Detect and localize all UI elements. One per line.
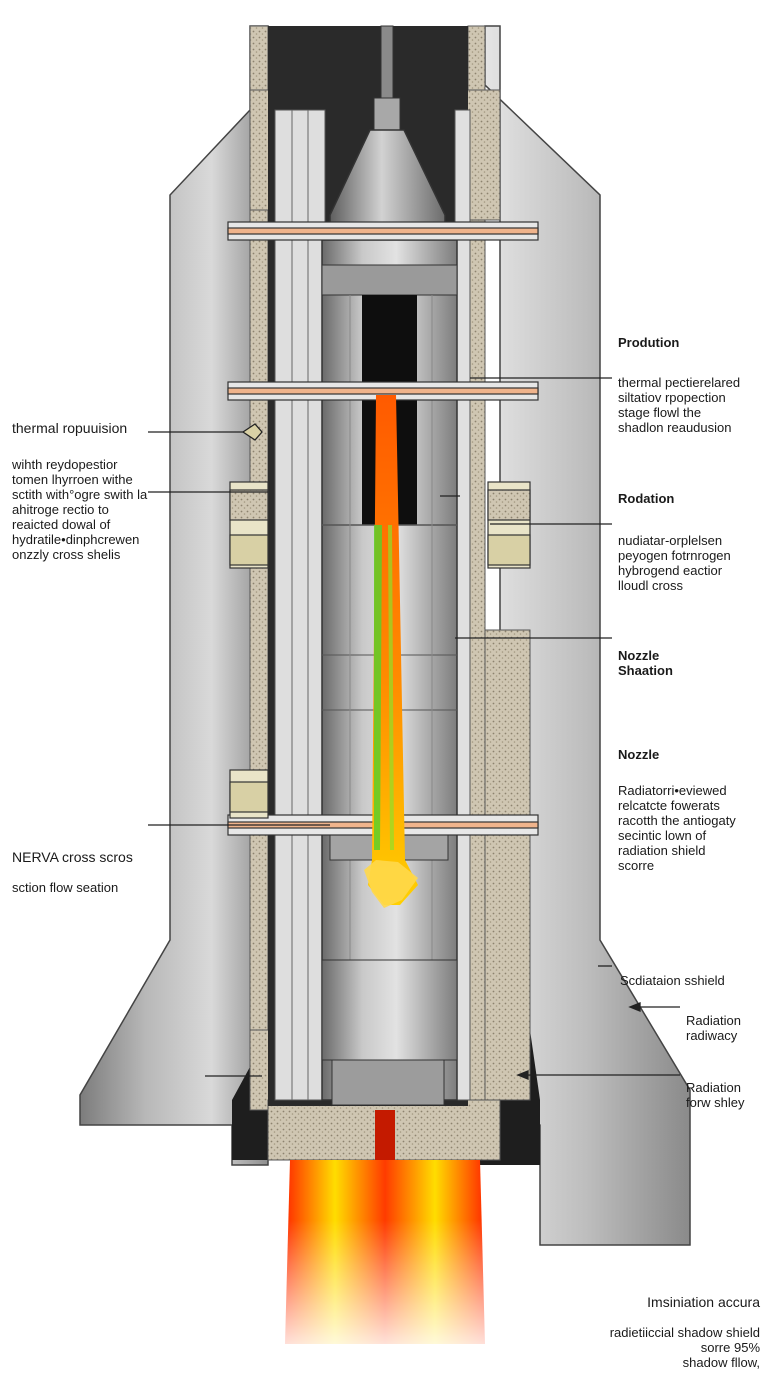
nerva-cross-section-diagram: [79, 25, 691, 1344]
label-radiation-1-body: Radiation radiwacy: [686, 1013, 741, 1043]
stem-collar: [373, 97, 401, 131]
exhaust-core: [375, 1110, 395, 1170]
side-blocks: [229, 481, 531, 819]
top-stem: [380, 25, 394, 102]
core-cap: [321, 264, 458, 296]
label-nerva: NERVA cross scros sction flow seation: [12, 835, 182, 910]
nozzle-throat: [331, 1059, 445, 1106]
label-nozzle-shadow: Nozzle Shaation: [618, 633, 766, 693]
label-thermal: thermal ropuuision wihth reydopestior to…: [12, 406, 182, 577]
label-footer: Imsiniation accura radietiiccial shadow …: [560, 1280, 760, 1385]
label-nozzle-body: Radiatorri•eviewed relcatcte fowerats ra…: [618, 783, 736, 873]
label-nozzle-heading: Nozzle: [618, 747, 660, 762]
label-production-heading: Prodution: [618, 335, 680, 350]
label-nozzle: Nozzle Radiatorri•eviewed relcatcte fowe…: [618, 732, 766, 888]
label-nerva-heading: NERVA cross scros: [12, 849, 133, 865]
label-thermal-body: wihth reydopestior tomen lhyrroen withe …: [12, 457, 148, 562]
label-radiation-2: Radiation forw shley: [686, 1065, 766, 1125]
label-rodation-heading: Rodation: [618, 491, 675, 506]
label-production: Prodution thermal pectierelared siltatio…: [618, 320, 766, 450]
shield-band-right-mid: [484, 629, 531, 1101]
channel-liner-left: [274, 109, 326, 1101]
casing-left: [79, 25, 269, 1166]
label-nozzle-shadow-heading: Nozzle Shaation: [618, 648, 673, 678]
label-footer-body: radietiiccial shadow shield sorre 95% sh…: [609, 1325, 760, 1370]
label-rodation: Rodation nudiatar-orplelsen peyogen fotr…: [618, 476, 766, 608]
label-footer-heading: Imsiniation accura: [647, 1294, 760, 1310]
label-thermal-heading: thermal ropuuision: [12, 420, 128, 436]
core-plume-green: [374, 525, 382, 850]
core-plume: [368, 395, 418, 905]
label-radiation-1: Radiation radiwacy: [686, 998, 766, 1058]
leader-lines: [148, 377, 680, 1080]
plume-tip: [364, 860, 418, 908]
label-radiation-2-body: Radiation forw shley: [686, 1080, 745, 1110]
label-shield: Scdiataion sshield: [620, 958, 766, 1003]
left-skirt: [80, 1125, 232, 1245]
label-rodation-body: nudiatar-orplelsen peyogen fotrnrogen hy…: [618, 533, 731, 593]
label-nerva-body: sction flow seation: [12, 880, 119, 895]
core-lower-block: [321, 959, 458, 1061]
label-production-body: thermal pectierelared siltatiov rpopecti…: [618, 375, 741, 435]
label-shield-body: Scdiataion sshield: [620, 973, 725, 988]
